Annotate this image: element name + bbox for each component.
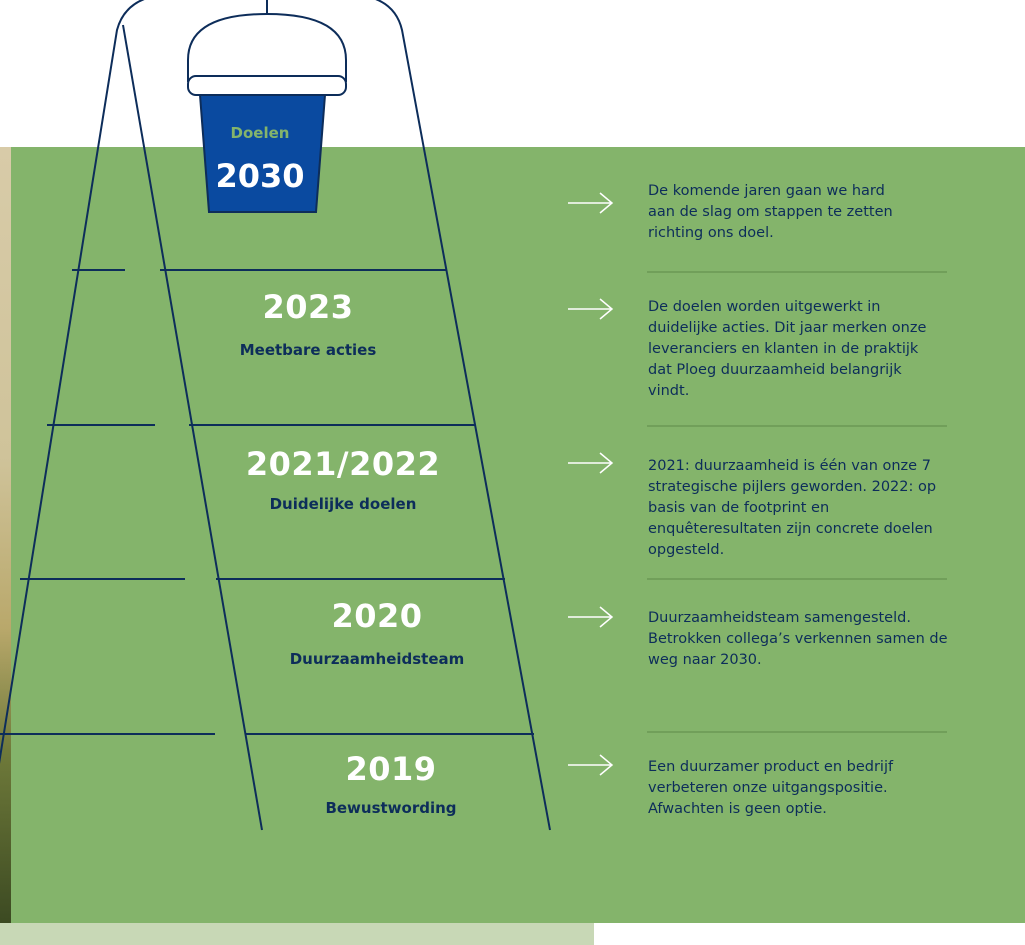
step-year-2020: 2020 [331, 597, 423, 635]
step-subtitle-2023: Meetbare acties [239, 341, 377, 359]
step-subtitle-2020: Duurzaamheidsteam [289, 650, 465, 668]
green-background-panel [0, 147, 1025, 923]
background-photo-strip [0, 147, 11, 923]
step-subtitle-2019: Bewustwording [325, 799, 457, 817]
bucket-label: Doelen [230, 124, 290, 142]
step-subtitle-2021-2022: Duidelijke doelen [269, 495, 417, 513]
arrow-right-icon [568, 452, 614, 474]
ladder-rail-left-inner [122, 24, 263, 831]
step-year-2021-2022: 2021/2022 [245, 445, 441, 483]
description-2019: Een duurzamer product en bedrijf verbete… [648, 759, 894, 817]
description-2030: De komende jaren gaan we hard aan de sla… [648, 183, 893, 241]
arrow-right-icon [568, 606, 614, 628]
step-year-2019: 2019 [345, 750, 437, 788]
bucket-year: 2030 [215, 157, 305, 195]
arrow-right-icon [568, 754, 614, 776]
arrow-right-icon [568, 298, 614, 320]
ladder-frame [0, 0, 551, 831]
description-2021-2022: 2021: duurzaamheid is één van onze 7 str… [648, 458, 937, 558]
bucket-icon [187, 0, 347, 213]
arrow-right-icon [568, 192, 614, 214]
description-2023: De doelen worden uitgewerkt in duidelijk… [648, 299, 927, 399]
bottom-bar [0, 923, 594, 945]
step-year-2023: 2023 [262, 288, 354, 326]
description-2020: Duurzaamheidsteam samengesteld. Betrokke… [648, 610, 948, 668]
